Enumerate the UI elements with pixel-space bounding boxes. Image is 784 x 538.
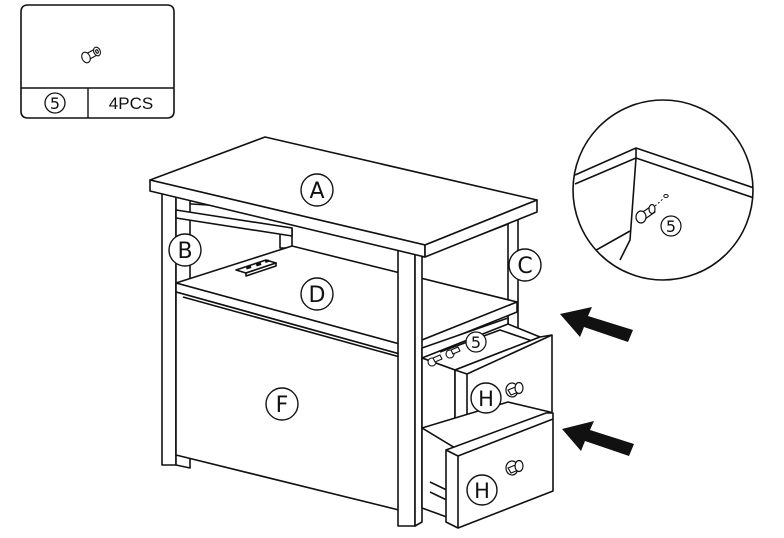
arrow-upper-icon [560,307,633,342]
callout-part-5-detail: 5 [660,215,682,237]
label-h-upper: H [470,382,502,414]
svg-text:H: H [478,387,494,411]
power-outlet-icon [235,259,277,277]
parts-box: 5 4PCS [20,4,175,119]
drawer-knob-upper [505,381,524,398]
detail-magnifier [572,99,754,281]
svg-text:5: 5 [666,217,676,236]
arrow-lower-icon [562,421,634,456]
part-number-circle [44,92,66,114]
drawer-knobs-loose [427,346,461,367]
label-b: B [168,233,202,267]
part-number: 5 [50,94,60,113]
svg-text:A: A [309,179,324,204]
knob-icon [81,46,102,64]
svg-text:C: C [517,254,532,279]
callout-part-5-drawer: 5 [465,331,487,353]
cabinet-drawing [149,136,554,529]
label-f: F [265,387,299,421]
part-quantity: 4PCS [109,94,153,113]
drawer-knob-lower [505,459,524,476]
svg-text:5: 5 [471,333,481,352]
svg-text:F: F [276,393,289,418]
side-frame-left [161,189,177,466]
label-a: A [300,173,334,207]
label-c: C [508,248,542,282]
leg-front-left [397,247,416,527]
label-d: D [300,277,334,311]
label-h-lower: H [466,474,498,506]
svg-text:B: B [177,239,192,264]
svg-text:D: D [309,283,326,308]
svg-text:H: H [474,479,490,503]
